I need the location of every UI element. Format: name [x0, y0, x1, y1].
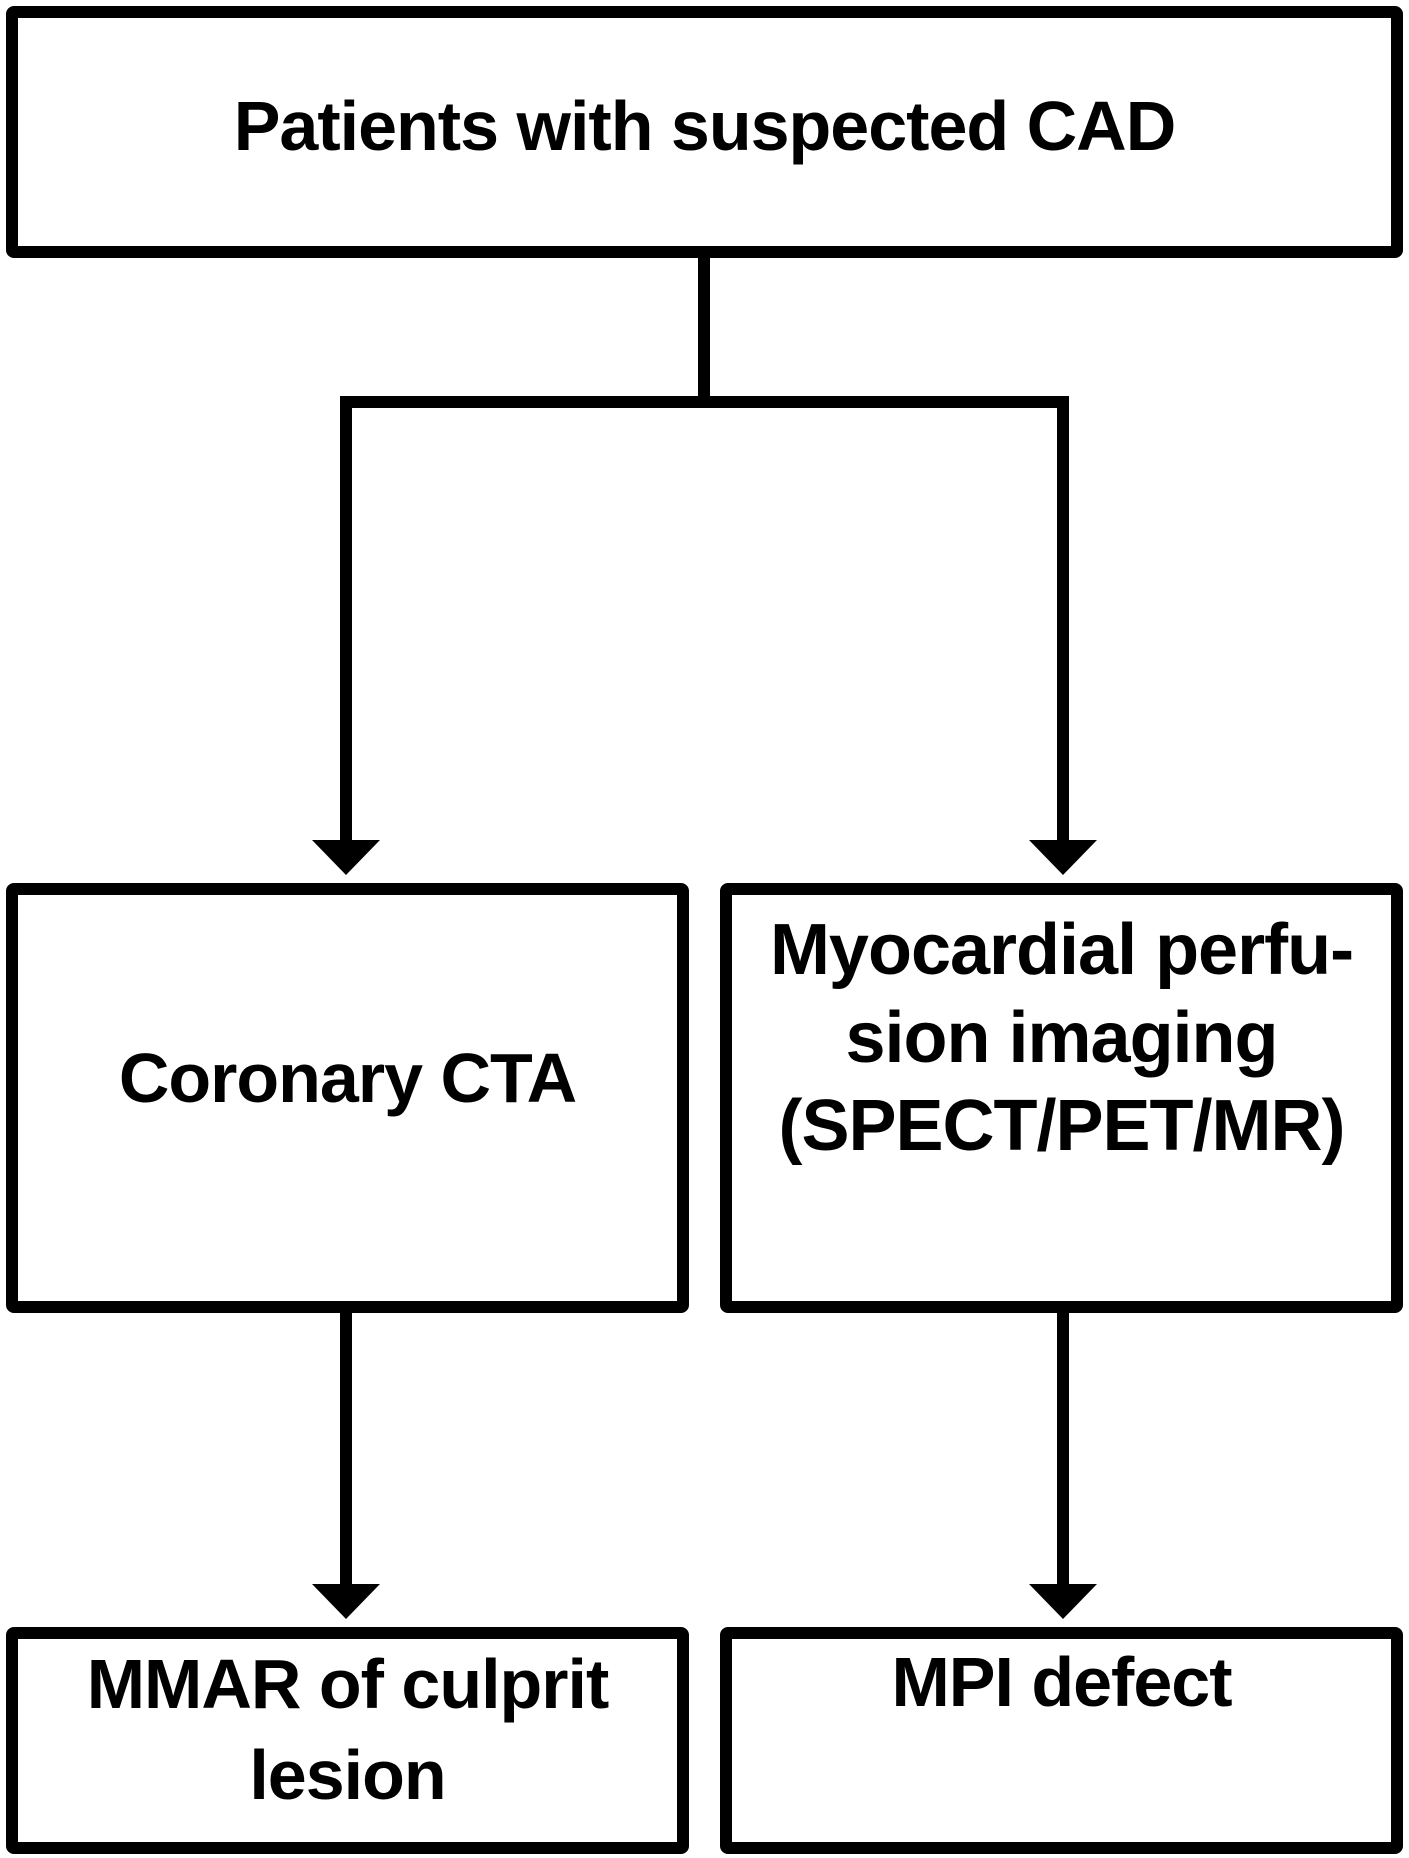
- node-label-line: MMAR of culprit: [86, 1645, 610, 1723]
- arrowhead-to-cta: [312, 840, 380, 875]
- arrowhead-to-mmar: [312, 1584, 380, 1619]
- node-label-line: (SPECT/PET/MR): [778, 1085, 1345, 1166]
- arrowhead-to-defect: [1029, 1584, 1097, 1619]
- node-mpi-defect: MPI defect: [720, 1627, 1403, 1854]
- node-label-line: lesion: [249, 1736, 446, 1814]
- arrowhead-to-mpi: [1029, 840, 1097, 875]
- node-label: Patients with suspected CAD: [233, 86, 1177, 165]
- node-label: Myocardial perfu- sion imaging (SPECT/PE…: [769, 907, 1354, 1170]
- node-label: MPI defect: [891, 1643, 1232, 1721]
- node-label-line: Myocardial perfu-: [769, 910, 1354, 990]
- node-mmar-culprit-lesion: MMAR of culprit lesion: [6, 1627, 689, 1854]
- node-label: MMAR of culprit lesion: [86, 1639, 610, 1821]
- node-myocardial-perfusion-imaging: Myocardial perfu- sion imaging (SPECT/PE…: [720, 883, 1403, 1313]
- node-patients-suspected-cad: Patients with suspected CAD: [6, 6, 1403, 258]
- node-coronary-cta: Coronary CTA: [6, 883, 689, 1313]
- node-label-line: sion imaging: [845, 997, 1278, 1078]
- node-label: Coronary CTA: [118, 1038, 577, 1117]
